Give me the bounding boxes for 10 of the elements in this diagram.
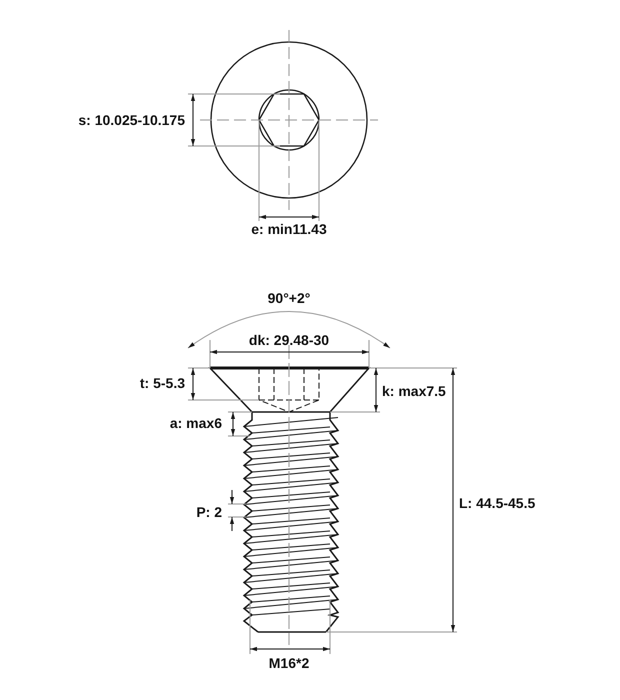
dimension-label: a: max6 [170, 415, 222, 431]
dimension-label: s: 10.025-10.175 [78, 112, 185, 128]
dimension-label: M16*2 [268, 655, 310, 671]
dimension-label: dk: 29.48-30 [248, 332, 330, 348]
dimension-label: t: 5-5.3 [140, 375, 185, 391]
dimension-label: k: max7.5 [382, 383, 446, 399]
dimension-label: 90°+2° [268, 290, 310, 306]
dimension-label: e: min11.43 [251, 221, 327, 237]
dimension-label: L: 44.5-45.5 [459, 495, 536, 511]
dimension-label: P: 2 [196, 504, 222, 520]
